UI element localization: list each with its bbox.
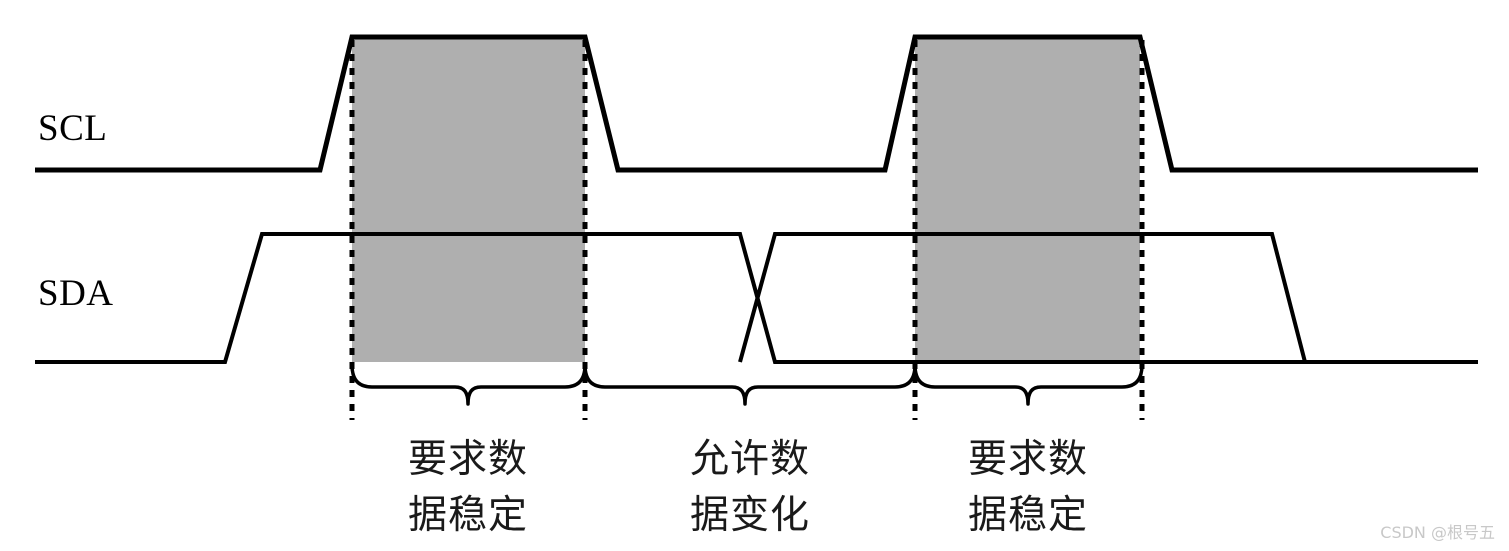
phase-label-setup-2-line1: 要求数 [968,437,1088,482]
sda-trace-right [738,232,1307,363]
phase-label-change-1-line1: 允许数 [690,437,810,482]
brace-change-1 [583,363,917,406]
sda-trace-left [35,232,1478,364]
signal-label-sda: SDA [38,273,114,314]
scl-waveform [35,34,1478,173]
phase-label-setup-2: 要求数 据稳定 [968,437,1088,538]
brace-setup-1 [350,363,587,406]
phase-label-change-1-line2: 据变化 [690,493,810,538]
phase-label-setup-2-line2: 据稳定 [968,493,1088,538]
csdn-watermark: CSDN @根号五 [1380,523,1495,542]
scl-trace [35,34,1478,173]
brace-setup-2 [913,363,1144,406]
phase-label-setup-1-line1: 要求数 [408,437,528,482]
setup-region-2 [915,37,1140,362]
setup-region-1 [352,37,585,362]
interval-braces [350,363,1144,406]
sda-waveform [35,232,1478,364]
phase-label-change-1: 允许数 据变化 [690,437,810,538]
setup-highlight-regions [352,37,1140,362]
phase-label-setup-1: 要求数 据稳定 [408,437,528,538]
signal-label-scl: SCL [38,108,107,149]
phase-label-setup-1-line2: 据稳定 [408,493,528,538]
